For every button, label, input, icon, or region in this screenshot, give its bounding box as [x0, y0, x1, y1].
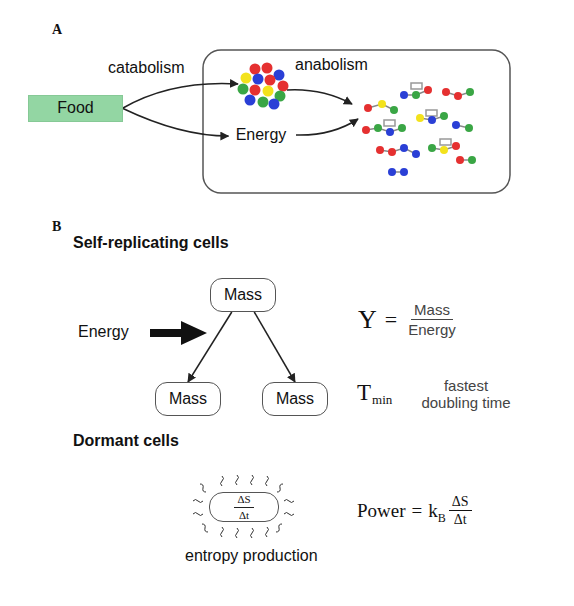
input-label: Energy: [78, 323, 129, 341]
math-symbol: =: [412, 500, 423, 522]
math-word: Power: [357, 500, 406, 522]
connector-arrow: [188, 312, 232, 382]
cell-box: Mass: [262, 382, 328, 416]
formula: Tmin: [357, 380, 392, 406]
cell-outline: [203, 50, 510, 193]
panel-letter: B: [52, 219, 61, 235]
formula: Power =kBΔSΔt: [357, 494, 472, 528]
annotation: fastest doubling time: [416, 377, 516, 412]
formula: Y = MassEnergy: [358, 301, 459, 339]
cell-box: Mass: [155, 382, 221, 416]
anabolism-arrow: [296, 119, 358, 135]
process-label: catabolism: [108, 59, 184, 77]
energy-input-arrow: [150, 321, 207, 345]
fraction: ΔSΔt: [449, 494, 472, 528]
macromolecules: [362, 86, 476, 176]
math-symbol: Y: [358, 305, 377, 335]
food-box: Food: [28, 95, 123, 122]
anabolism-arrow: [287, 90, 352, 104]
node-text: Mass: [276, 390, 314, 408]
fraction-denominator: Δt: [236, 508, 252, 521]
catabolism-arrow: [123, 84, 238, 109]
math-subscript: min: [372, 392, 392, 408]
node-text: Mass: [224, 286, 262, 304]
macromolecules: [366, 83, 472, 172]
node-text: Energy: [236, 126, 287, 144]
fraction-numerator: Mass: [411, 301, 453, 320]
cell-box: Mass: [210, 278, 276, 312]
fraction-denominator: Δt: [451, 511, 470, 527]
fraction-numerator: ΔS: [234, 493, 253, 507]
math-symbol: T: [357, 380, 371, 406]
caption-label: entropy production: [185, 547, 318, 565]
dormant-cell: ΔSΔt: [209, 492, 279, 522]
panel-letter: A: [52, 22, 62, 38]
heat-squiggles: [193, 475, 294, 538]
fraction-numerator: ΔS: [449, 494, 472, 511]
process-label: anabolism: [295, 56, 368, 74]
math-symbol: =: [385, 307, 397, 333]
energy-label: Energy: [229, 124, 294, 146]
math-subscript: B: [438, 511, 446, 526]
node-text: Food: [57, 99, 93, 117]
connector-arrow: [123, 109, 229, 137]
section-heading: Dormant cells: [73, 432, 179, 450]
node-text: Mass: [169, 390, 207, 408]
section-heading: Self-replicating cells: [73, 234, 229, 252]
math-symbol: k: [428, 500, 438, 522]
connector-arrow: [254, 312, 295, 382]
fraction-denominator: Energy: [405, 320, 459, 338]
fraction: MassEnergy: [405, 301, 459, 339]
building-blocks: [238, 63, 289, 110]
